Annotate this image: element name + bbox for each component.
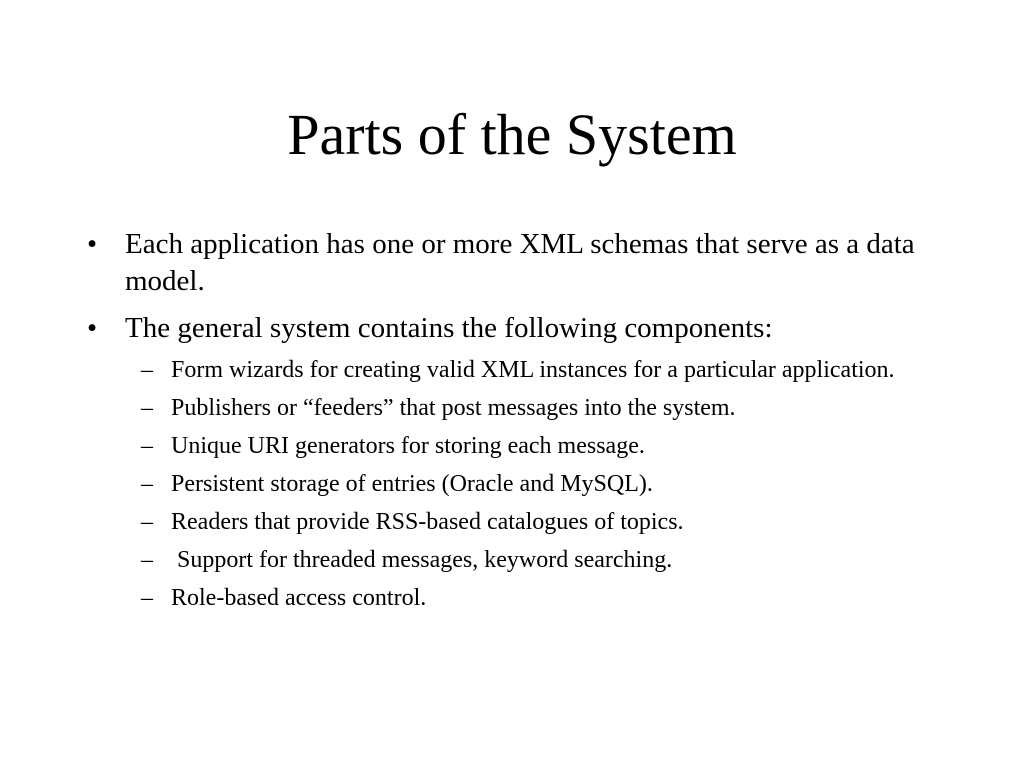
sub-bullet-marker: – bbox=[141, 395, 153, 421]
sub-bullet-marker: – bbox=[141, 433, 153, 459]
sub-bullet-text: Unique URI generators for storing each m… bbox=[171, 433, 645, 459]
sub-bullet-marker: – bbox=[141, 547, 153, 573]
sub-bullet-marker: – bbox=[141, 585, 153, 611]
sub-bullet-item: – Role-based access control. bbox=[0, 583, 1024, 613]
sub-bullet-text: Support for threaded messages, keyword s… bbox=[171, 547, 673, 573]
sub-bullet-list: – Form wizards for creating valid XML in… bbox=[0, 355, 1024, 613]
sub-bullet-marker: – bbox=[141, 471, 153, 497]
sub-bullet-item: – Unique URI generators for storing each… bbox=[0, 431, 1024, 461]
bullet-item: • Each application has one or more XML s… bbox=[0, 226, 1024, 300]
bullet-text: Each application has one or more XML sch… bbox=[125, 228, 915, 297]
bullet-text: The general system contains the followin… bbox=[125, 312, 773, 344]
slide-title: Parts of the System bbox=[287, 102, 737, 167]
sub-bullet-marker: – bbox=[141, 357, 153, 383]
sub-bullet-text: Persistent storage of entries (Oracle an… bbox=[171, 471, 653, 497]
bullet-item: • The general system contains the follow… bbox=[0, 310, 1024, 347]
bullet-marker: • bbox=[87, 228, 98, 260]
sub-bullet-marker: – bbox=[141, 509, 153, 535]
sub-bullet-text: Form wizards for creating valid XML inst… bbox=[171, 357, 895, 383]
sub-bullet-text: Role-based access control. bbox=[171, 585, 427, 611]
sub-bullet-text: Publishers or “feeders” that post messag… bbox=[171, 395, 736, 421]
sub-bullet-text: Readers that provide RSS-based catalogue… bbox=[171, 509, 684, 535]
sub-bullet-item: – Persistent storage of entries (Oracle … bbox=[0, 469, 1024, 499]
sub-bullet-item: – Publishers or “feeders” that post mess… bbox=[0, 393, 1024, 423]
slide-content: • Each application has one or more XML s… bbox=[0, 226, 1024, 621]
bullet-marker: • bbox=[87, 312, 98, 344]
sub-bullet-item: – Support for threaded messages, keyword… bbox=[0, 545, 1024, 575]
sub-bullet-item: – Form wizards for creating valid XML in… bbox=[0, 355, 1024, 385]
sub-bullet-item: – Readers that provide RSS-based catalog… bbox=[0, 507, 1024, 537]
